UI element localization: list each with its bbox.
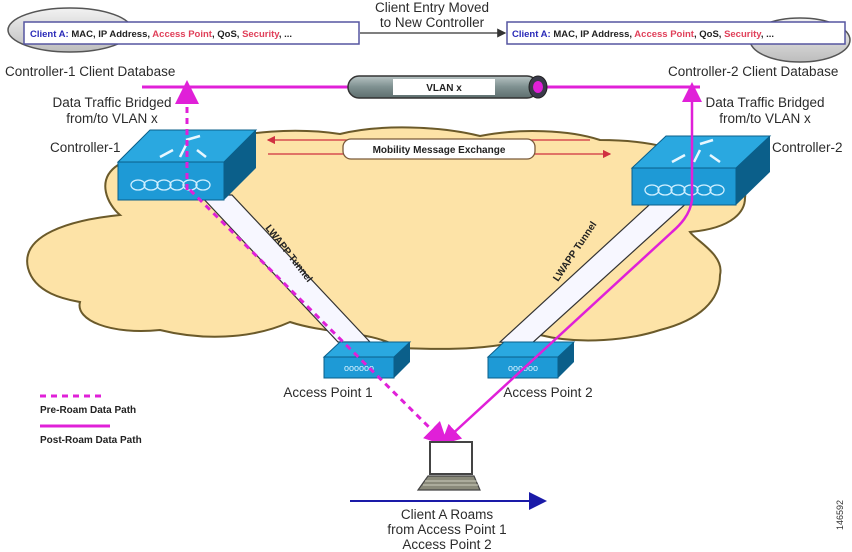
figure-id: 146592 — [835, 500, 845, 530]
controller-2-client-database: Client A: MAC, IP Address, Access Point,… — [506, 17, 851, 63]
pre-roam-path-down — [188, 188, 449, 447]
svg-text:Client A: MAC, IP Address, Acc: Client A: MAC, IP Address, Access Point,… — [30, 29, 292, 40]
entry-moved-line2: to New Controller — [380, 15, 485, 30]
access-point-1-label: Access Point 1 — [283, 385, 372, 400]
access-point-1-device: oooooo — [322, 341, 412, 379]
client-label: Client A: — [30, 29, 69, 40]
bridge-left-line1: Data Traffic Bridged — [52, 95, 171, 110]
post-roam-path-down — [440, 199, 694, 445]
svg-text:Client A: MAC, IP Address, Acc: Client A: MAC, IP Address, Access Point,… — [512, 29, 774, 40]
controller-2-label: Controller-2 — [772, 140, 843, 155]
controller-2-db-caption: Controller-2 Client Database — [668, 64, 838, 79]
controller-1-label: Controller-1 — [50, 140, 121, 155]
controller-2-device — [630, 135, 772, 206]
mobility-label: Mobility Message Exchange — [373, 145, 506, 156]
entry-moved-line1: Client Entry Moved — [375, 0, 489, 15]
controller-1-device — [116, 129, 258, 201]
vlan-label: VLAN x — [426, 83, 462, 94]
controller-1-db-caption: Controller-1 Client Database — [5, 64, 175, 79]
bridge-right-line1: Data Traffic Bridged — [705, 95, 824, 110]
vlan-pipe: VLAN x — [347, 75, 548, 99]
mobility-box — [342, 138, 536, 160]
controller-1-client-database: Client A: MAC, IP Address, Access Point,… — [7, 7, 360, 53]
svg-text:oooooo: oooooo — [344, 363, 374, 373]
legend-pre-roam-label: Pre-Roam Data Path — [40, 405, 136, 416]
client-laptop-icon — [416, 441, 481, 491]
bridge-left-line2: from/to VLAN x — [66, 111, 158, 126]
roam-caption-line1: Client A Roams — [401, 507, 494, 522]
access-point-2-label: Access Point 2 — [503, 385, 592, 400]
legend-post-roam-label: Post-Roam Data Path — [40, 435, 142, 446]
legend: Pre-Roam Data Path Post-Roam Data Path — [40, 394, 142, 446]
bridge-right-line2: from/to VLAN x — [719, 111, 811, 126]
roam-caption-line3: Access Point 2 — [402, 537, 491, 552]
roam-caption-line2: from Access Point 1 — [387, 522, 506, 537]
